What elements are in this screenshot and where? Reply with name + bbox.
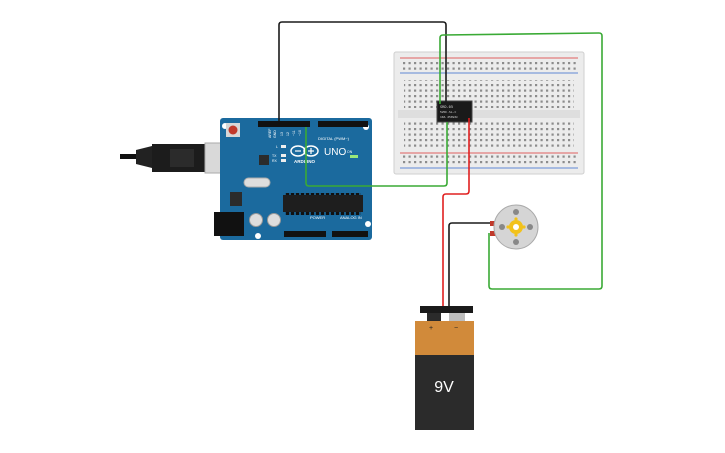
wire-green-relay-to-motor[interactable] [439, 32, 603, 290]
motor-screw [513, 239, 519, 245]
battery-terminal-positive [427, 312, 441, 322]
wire-red-relay-to-battery[interactable] [442, 118, 470, 306]
digital-header-right [318, 121, 368, 127]
relay-text-1: SRD-05 [440, 105, 453, 109]
power-jack [214, 212, 244, 236]
pin-label-12: 12 [286, 132, 290, 136]
model-label: UNO [324, 147, 346, 158]
wire-green-arduino-to-relay[interactable] [305, 122, 448, 187]
terminal-holes-bottom [404, 120, 574, 148]
capacitor [249, 213, 263, 227]
led-label-rx: RX [272, 159, 278, 163]
relay-text-2: 5VDC-SL-C [440, 110, 456, 114]
rail-holes-bottom-b [400, 161, 578, 167]
pin-label-11: ~11 [292, 130, 296, 136]
relay-text-3: 10A 250VAC [440, 115, 458, 119]
digital-label: DIGITAL (PWM~) [318, 136, 350, 141]
led-l [281, 145, 286, 148]
led-label-tx: TX [272, 154, 277, 158]
power-header [284, 231, 326, 237]
reset-button[interactable] [228, 125, 238, 135]
battery-9v[interactable]: + − 9V [415, 306, 474, 430]
battery-snap [420, 306, 473, 313]
motor-screw [513, 209, 519, 215]
center-channel [398, 110, 580, 118]
rail-holes-bottom-a [400, 155, 578, 161]
mount-hole [255, 233, 261, 239]
battery-terminal-negative [449, 312, 465, 322]
brand-label: ARDUINO [294, 159, 315, 164]
mount-hole [365, 221, 371, 227]
arduino-logo-icon [290, 145, 319, 157]
motor-screw [499, 224, 505, 230]
usb-cable [120, 144, 206, 172]
digital-header-left-pins [258, 121, 310, 127]
crystal [243, 177, 271, 188]
motor-screw [527, 224, 533, 230]
pin-label-aref: AREF [268, 129, 272, 138]
wire-black-motor-to-battery[interactable] [448, 222, 490, 306]
motor-shaft-gear-icon [506, 217, 526, 237]
motor-terminal-red [490, 231, 496, 236]
pin-label-gnd: GND [273, 130, 277, 138]
chip-pins-top [285, 192, 361, 195]
battery-label-band [415, 321, 474, 355]
motor-terminal-red [490, 221, 496, 226]
rail-holes-top-b [400, 66, 578, 72]
breadboard[interactable] [393, 51, 585, 175]
battery-minus-label: − [454, 325, 458, 332]
battery-plus-label: + [429, 325, 433, 332]
led-label-on: ON [347, 150, 353, 154]
battery-voltage-label: 9V [434, 379, 454, 396]
relay-module[interactable]: SRD-05 5VDC-SL-C 10A 250VAC [436, 100, 473, 123]
usb-chip [259, 155, 269, 165]
arduino-uno-board[interactable]: AREF GND 13 12 ~11 ~10 DIGITAL (PWM~) L … [120, 118, 372, 240]
voltage-regulator [230, 192, 242, 206]
wires [278, 21, 603, 306]
capacitor [267, 213, 281, 227]
rail-holes-top-a [400, 60, 578, 66]
pin-label-10: ~10 [298, 130, 302, 136]
led-rx [281, 159, 286, 162]
atmega-chip [283, 195, 363, 212]
pin-label-13: 13 [280, 132, 284, 136]
led-label-l: L [276, 145, 278, 149]
dc-motor[interactable] [490, 204, 539, 250]
wire-black-arduino-to-relay[interactable] [278, 21, 447, 121]
analog-label: ANALOG IN [340, 215, 362, 220]
led-tx [281, 154, 286, 157]
analog-header [332, 231, 368, 237]
chip-pins-bottom [285, 212, 361, 215]
power-label: POWER [310, 215, 325, 220]
terminal-holes-top [404, 80, 574, 108]
led-on [350, 155, 358, 158]
